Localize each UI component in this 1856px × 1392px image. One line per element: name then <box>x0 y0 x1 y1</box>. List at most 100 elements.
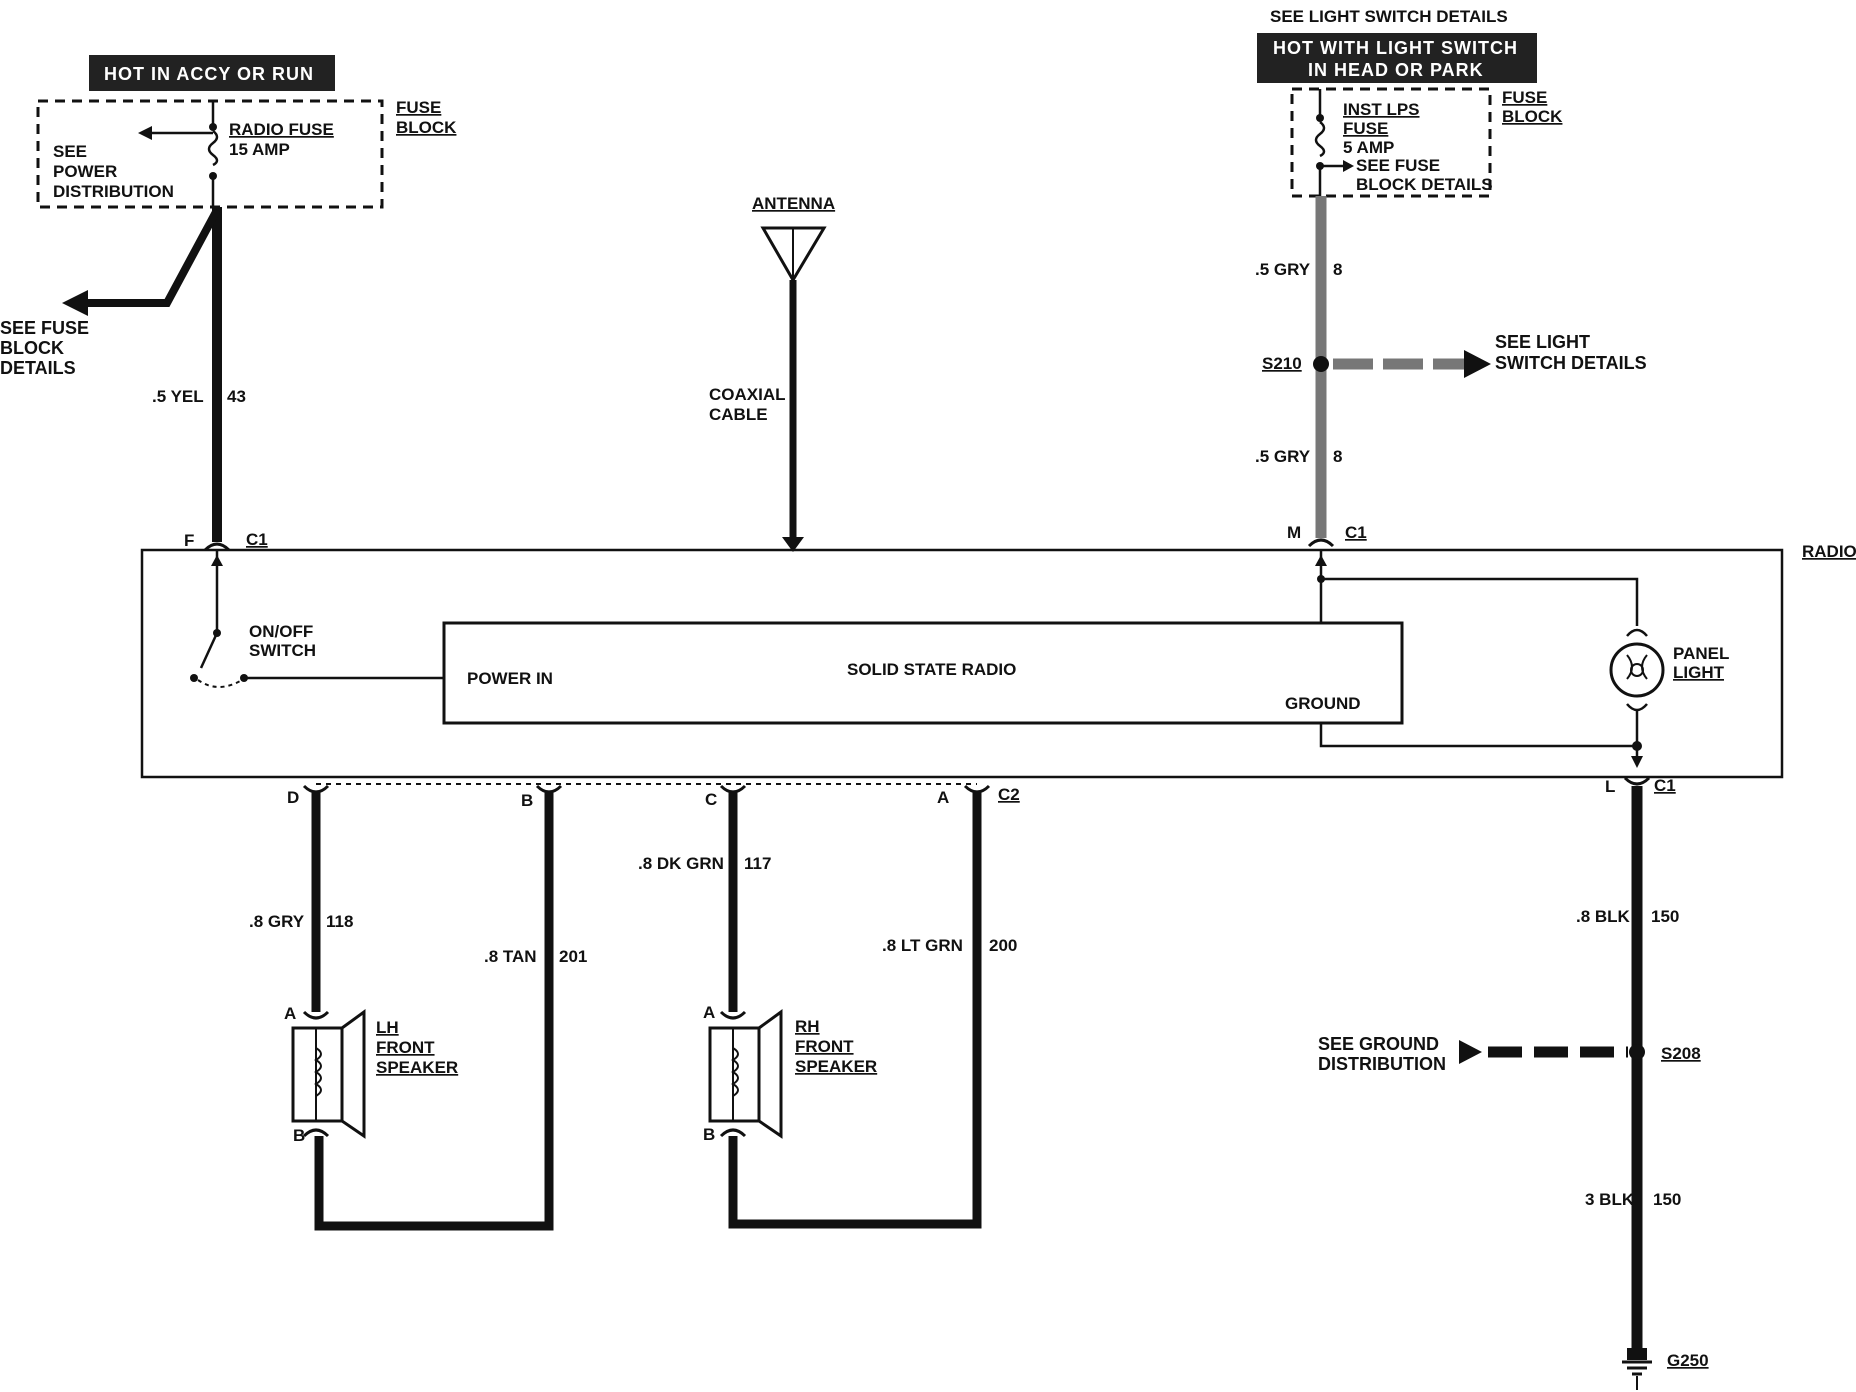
connector-c1-label: C1 <box>246 530 268 549</box>
pin-d-label: D <box>287 788 299 807</box>
see-fuse-text-2: BLOCK <box>0 338 64 358</box>
see-power-text-3: DISTRIBUTION <box>53 182 174 201</box>
arrow-right-icon <box>1459 1040 1482 1064</box>
wire-201-tan <box>314 792 554 1231</box>
blk-circuit-2: 150 <box>1653 1190 1681 1209</box>
connector-c1-ground-label: C1 <box>1654 776 1676 795</box>
fuse-block-right-label-1: FUSE <box>1502 88 1547 107</box>
radio-unit: RADIO ON/OFF SWITCH POWER IN SOLID STATE… <box>140 542 1856 779</box>
hot-with-light-text-1: HOT WITH LIGHT SWITCH <box>1273 38 1518 58</box>
ground-label: GROUND <box>1285 694 1361 713</box>
pin-m-label: M <box>1287 523 1301 542</box>
connector-terminal-icon <box>1623 776 1651 786</box>
arrow-up-icon <box>1315 555 1327 566</box>
hot-with-light-text-2: IN HEAD OR PARK <box>1308 60 1484 80</box>
lh-speaker-label-3: SPEAKER <box>376 1058 458 1077</box>
panel-light-label-2: LIGHT <box>1673 663 1725 682</box>
rh-speaker-icon <box>708 1026 761 1123</box>
see-fuse-text-3: DETAILS <box>0 358 76 378</box>
see-fuse-right-2: BLOCK DETAILS <box>1356 175 1493 194</box>
inst-lps-label: INST LPS <box>1343 100 1420 119</box>
branch-wire-fuse-details <box>85 208 221 307</box>
connector-c1-right-label: C1 <box>1345 523 1367 542</box>
rh-speaker-label-3: SPEAKER <box>795 1057 877 1076</box>
antenna-section: ANTENNA COAXIAL CABLE <box>709 194 835 552</box>
hot-in-accy-text: HOT IN ACCY OR RUN <box>104 64 314 84</box>
see-ground-text-1: SEE GROUND <box>1318 1034 1439 1054</box>
see-power-text-2: POWER <box>53 162 117 181</box>
speaker-section: D B C A C2 .8 GRY 118 .8 TAN 201 A B LH … <box>249 783 1020 1231</box>
fuse-block-left-label-2: BLOCK <box>396 118 457 137</box>
arrow-down-icon <box>782 537 804 552</box>
rh-pin-a: A <box>703 1003 715 1022</box>
see-power-text-1: SEE <box>53 142 87 161</box>
panel-light-bulb-icon <box>1609 642 1665 698</box>
connector-c2-label: C2 <box>998 785 1020 804</box>
splice-s210 <box>1313 356 1329 372</box>
pin-l-label: L <box>1605 777 1615 796</box>
inst-lps-fuse-icon <box>1314 121 1326 158</box>
connector-terminal-icon <box>719 784 747 794</box>
gry-gauge-1: .5 GRY <box>1255 260 1311 279</box>
power-in-label: POWER IN <box>467 669 553 688</box>
pin-f-label: F <box>184 531 194 550</box>
radio-fuse-icon <box>207 130 219 167</box>
coaxial-label-1: COAXIAL <box>709 385 786 404</box>
inst-lps-amp: 5 AMP <box>1343 138 1394 157</box>
blk-gauge-2: 3 BLK <box>1585 1190 1635 1209</box>
radio-fuse-label: RADIO FUSE <box>229 120 334 139</box>
antenna-label: ANTENNA <box>752 194 835 213</box>
blk-gauge-1: .8 BLK <box>1576 907 1631 926</box>
see-light-text-1: SEE LIGHT <box>1495 332 1590 352</box>
radio-fuse-amp: 15 AMP <box>229 140 290 159</box>
lh-speaker-label-1: LH <box>376 1018 399 1037</box>
radio-fuse-section: HOT IN ACCY OR RUN RADIO FUSE 15 AMP SEE… <box>0 55 457 552</box>
fuse-block-right-label-2: BLOCK <box>1502 107 1563 126</box>
wire-gauge-label: .5 YEL <box>152 387 204 406</box>
see-ground-text-2: DISTRIBUTION <box>1318 1054 1446 1074</box>
lh-pin-a: A <box>284 1004 296 1023</box>
blk-circuit-1: 150 <box>1651 907 1679 926</box>
on-off-label-1: ON/OFF <box>249 622 313 641</box>
lh-speaker-icon <box>291 1026 344 1123</box>
connector-terminal-icon <box>203 542 231 552</box>
solid-state-radio-box <box>442 621 1404 725</box>
lh-circuit: 118 <box>326 912 353 931</box>
rh-ret-gauge: .8 LT GRN <box>882 936 963 955</box>
lh-speaker-label-2: FRONT <box>376 1038 435 1057</box>
pin-b-top-label: B <box>521 791 533 810</box>
lh-gauge: .8 GRY <box>249 912 305 931</box>
gry-circuit-2: 8 <box>1333 447 1342 466</box>
inst-lps-fuse-label: FUSE <box>1343 119 1388 138</box>
gry-circuit-1: 8 <box>1333 260 1342 279</box>
rh-speaker-label-2: FRONT <box>795 1037 854 1056</box>
ground-icon <box>1622 1348 1652 1390</box>
panel-light-label-1: PANEL <box>1673 644 1729 663</box>
lh-pin-b: B <box>293 1126 305 1145</box>
arrow-right-icon <box>1343 160 1354 172</box>
ground-section: L C1 .8 BLK 150 SEE GROUND DISTRIBUTION … <box>1318 776 1709 1390</box>
see-fuse-right-1: SEE FUSE <box>1356 156 1440 175</box>
arrow-left-icon <box>62 290 88 316</box>
switch-dashed-arc <box>197 679 243 688</box>
splice-s210-label: S210 <box>1262 354 1302 373</box>
gry-gauge-2: .5 GRY <box>1255 447 1311 466</box>
arrow-up-icon <box>211 555 223 566</box>
fuse-block-left-label-1: FUSE <box>396 98 441 117</box>
switch-blade <box>199 632 219 669</box>
splice-s208 <box>1629 1044 1645 1060</box>
pin-a-top-label: A <box>937 788 949 807</box>
on-off-label-2: SWITCH <box>249 641 316 660</box>
hot-in-accy-banner <box>89 55 335 91</box>
wire-circuit-label: 43 <box>227 387 246 406</box>
connector-terminal-icon <box>1307 538 1335 548</box>
connector-terminal-icon <box>963 784 991 794</box>
connector-terminal-icon <box>535 784 563 794</box>
see-light-switch-details: SEE LIGHT SWITCH DETAILS <box>1270 7 1508 26</box>
coaxial-label-2: CABLE <box>709 405 768 424</box>
radio-outline <box>140 548 1784 779</box>
solid-state-label: SOLID STATE RADIO <box>847 660 1016 679</box>
rh-pin-b: B <box>703 1125 715 1144</box>
lh-ret-gauge: .8 TAN <box>484 947 537 966</box>
